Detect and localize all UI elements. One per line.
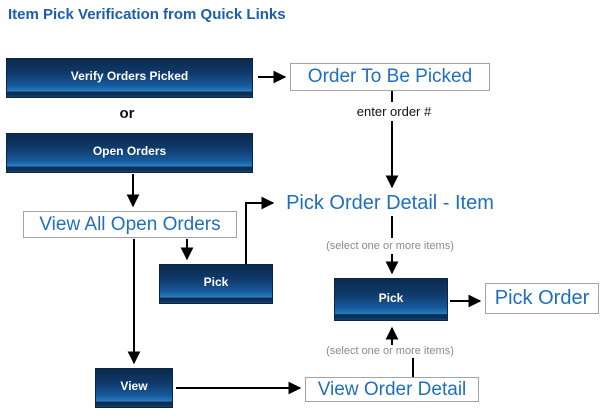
order-to-be-picked-box: Order To Be Picked — [290, 63, 490, 91]
pick-order-detail-item-label: Pick Order Detail - Item — [286, 192, 494, 214]
pick-button-1-label: Pick — [203, 275, 229, 289]
view-button-label: View — [120, 379, 148, 393]
pick-button-2[interactable]: Pick — [334, 278, 448, 321]
pick-order-box: Pick Order — [485, 283, 599, 314]
select-items-note-2: (select one or more items) — [326, 345, 454, 357]
pick-order-label: Pick Order — [494, 287, 590, 309]
or-label: or — [119, 105, 135, 122]
pick-button-1[interactable]: Pick — [159, 264, 273, 304]
page-title: Item Pick Verification from Quick Links — [8, 6, 286, 23]
select-items-note-1: (select one or more items) — [326, 240, 454, 252]
view-button[interactable]: View — [95, 368, 173, 408]
open-orders-label: Open Orders — [92, 144, 167, 158]
view-order-detail-box: View Order Detail — [305, 377, 479, 402]
view-order-detail-label: View Order Detail — [317, 378, 467, 400]
view-all-open-orders-box: View All Open Orders — [23, 211, 237, 238]
verify-orders-picked-label: Verify Orders Picked — [70, 69, 189, 83]
view-all-open-orders-label: View All Open Orders — [39, 213, 221, 235]
verify-orders-picked-button[interactable]: Verify Orders Picked — [6, 58, 253, 98]
pick-button-2-label: Pick — [378, 290, 404, 305]
open-orders-button[interactable]: Open Orders — [6, 133, 253, 173]
enter-order-note: enter order # — [356, 104, 432, 119]
order-to-be-picked-label: Order To Be Picked — [307, 66, 473, 87]
